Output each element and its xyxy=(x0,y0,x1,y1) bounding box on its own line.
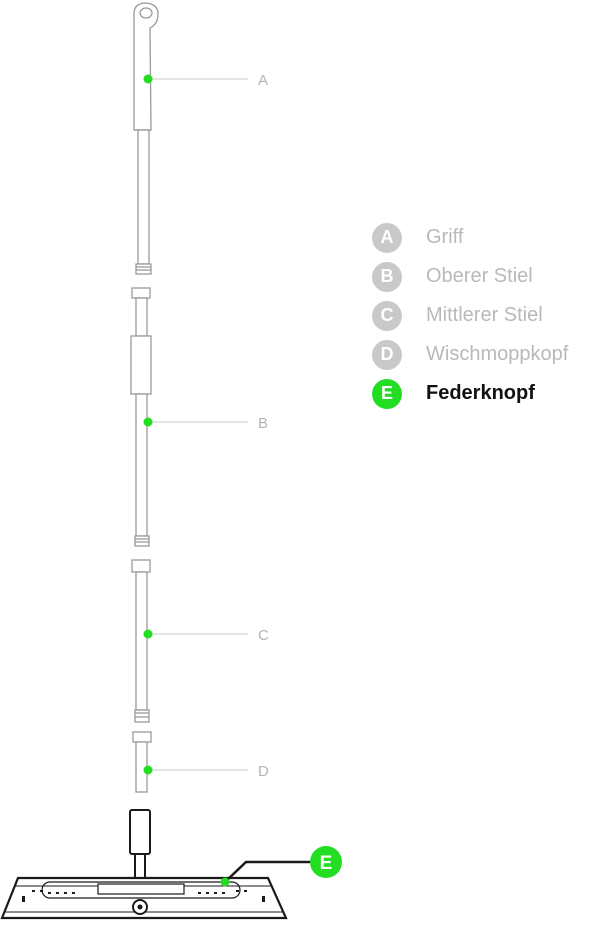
callout-dot xyxy=(143,765,153,775)
svg-text:B: B xyxy=(258,415,268,432)
callout-dot xyxy=(220,877,230,887)
legend-label: Oberer Stiel xyxy=(426,265,533,287)
svg-text:A: A xyxy=(258,72,268,89)
legend-item-b: B Oberer Stiel xyxy=(372,257,568,296)
middle-pole-part xyxy=(131,559,151,723)
callout-a: A xyxy=(143,72,268,89)
legend-badge: E xyxy=(372,378,402,409)
legend-badge: C xyxy=(372,300,402,331)
legend-item-a: A Griff xyxy=(372,218,568,257)
legend-label: Wischmoppkopf xyxy=(426,343,569,365)
callout-d: D xyxy=(143,763,269,780)
legend-badge: D xyxy=(372,339,402,370)
svg-text:E: E xyxy=(320,853,333,874)
callout-dot xyxy=(143,629,153,639)
callout-e-badge xyxy=(310,846,342,878)
mop-head-assembly xyxy=(0,809,288,920)
callout-e: E xyxy=(220,846,342,887)
legend-badge: A xyxy=(372,222,402,253)
lower-pole-part xyxy=(132,731,152,793)
legend-label: Mittlerer Stiel xyxy=(426,304,543,326)
parts-legend: A Griff B Oberer Stiel C Mittlerer Stiel… xyxy=(372,218,568,413)
legend-label: Griff xyxy=(426,226,464,248)
callout-b: B xyxy=(143,415,268,432)
legend-label: Federknopf xyxy=(426,382,535,404)
legend-badge: B xyxy=(372,261,402,292)
callout-dot xyxy=(143,74,153,84)
svg-text:D: D xyxy=(258,763,269,780)
handle-part xyxy=(133,2,159,275)
callout-c: C xyxy=(143,627,269,644)
legend-item-c: C Mittlerer Stiel xyxy=(372,296,568,335)
legend-item-d: D Wischmoppkopf xyxy=(372,335,568,374)
svg-text:C: C xyxy=(258,627,269,644)
legend-item-e: E Federknopf xyxy=(372,374,568,413)
callout-dot xyxy=(143,417,153,427)
upper-pole-part xyxy=(130,287,152,547)
